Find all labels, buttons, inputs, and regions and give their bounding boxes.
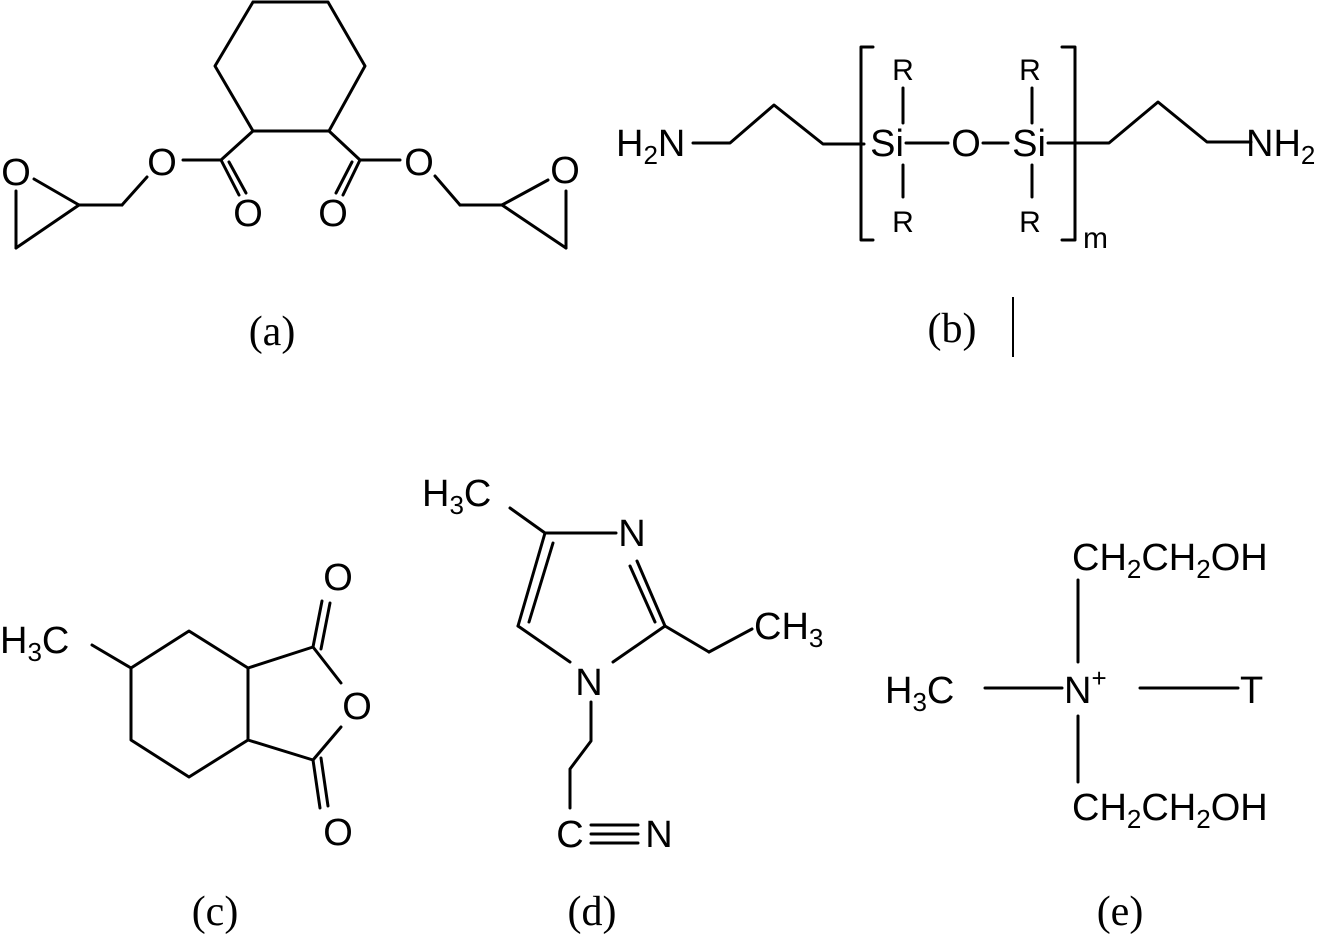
structure-e: CH2CH2OH H3C N+ T CH2CH2OH: [885, 537, 1268, 834]
atom-n: N: [645, 814, 672, 856]
caption-d: (d): [568, 889, 617, 935]
label-h3c: H3C: [0, 620, 69, 667]
atom-n: N: [575, 662, 602, 704]
caption-e: (e): [1097, 889, 1144, 935]
atom-r: R: [892, 206, 914, 239]
atom-n: N: [618, 513, 645, 555]
atom-r: R: [1019, 206, 1041, 239]
atom-o: O: [233, 193, 263, 235]
atom-n-plus: N+: [1064, 663, 1107, 712]
atom-o: O: [147, 142, 177, 184]
label-h2n: H2N: [616, 123, 685, 170]
atom-o: O: [1, 152, 31, 194]
atom-o: O: [550, 150, 580, 192]
label-ch3: CH3: [754, 606, 823, 653]
label-ch2ch2oh-top: CH2CH2OH: [1072, 537, 1268, 584]
label-ch2ch2oh-bottom: CH2CH2OH: [1072, 787, 1268, 834]
atom-o: O: [404, 142, 434, 184]
label-nh2: NH2: [1246, 123, 1315, 170]
atom-r: R: [892, 54, 914, 87]
structure-a: O O O O O O: [1, 0, 580, 250]
atom-o: O: [323, 812, 353, 854]
structure-c: H3C O O O: [0, 557, 372, 854]
repeat-index-m: m: [1083, 222, 1108, 255]
atom-t: T: [1240, 670, 1263, 712]
label-h3c: H3C: [885, 670, 954, 717]
structure-d: H3C N N CH3 C N: [422, 473, 823, 856]
atom-si: Si: [1012, 123, 1046, 165]
atom-o: O: [951, 123, 981, 165]
atom-o: O: [318, 193, 348, 235]
cyclohexane-ring: [213, 0, 367, 133]
right-bracket: [1060, 45, 1077, 242]
left-bracket: [859, 45, 875, 242]
atom-r: R: [1019, 54, 1041, 87]
atom-o: O: [323, 557, 353, 599]
structure-b: H2N Si O Si R R R R NH2 m: [616, 45, 1315, 255]
caption-c: (c): [192, 889, 239, 935]
atom-c: C: [556, 814, 583, 856]
atom-si: Si: [870, 123, 904, 165]
caption-b: (b): [928, 306, 977, 352]
caption-a: (a): [249, 309, 296, 355]
label-h3c: H3C: [422, 473, 491, 520]
atom-o: O: [342, 686, 372, 728]
